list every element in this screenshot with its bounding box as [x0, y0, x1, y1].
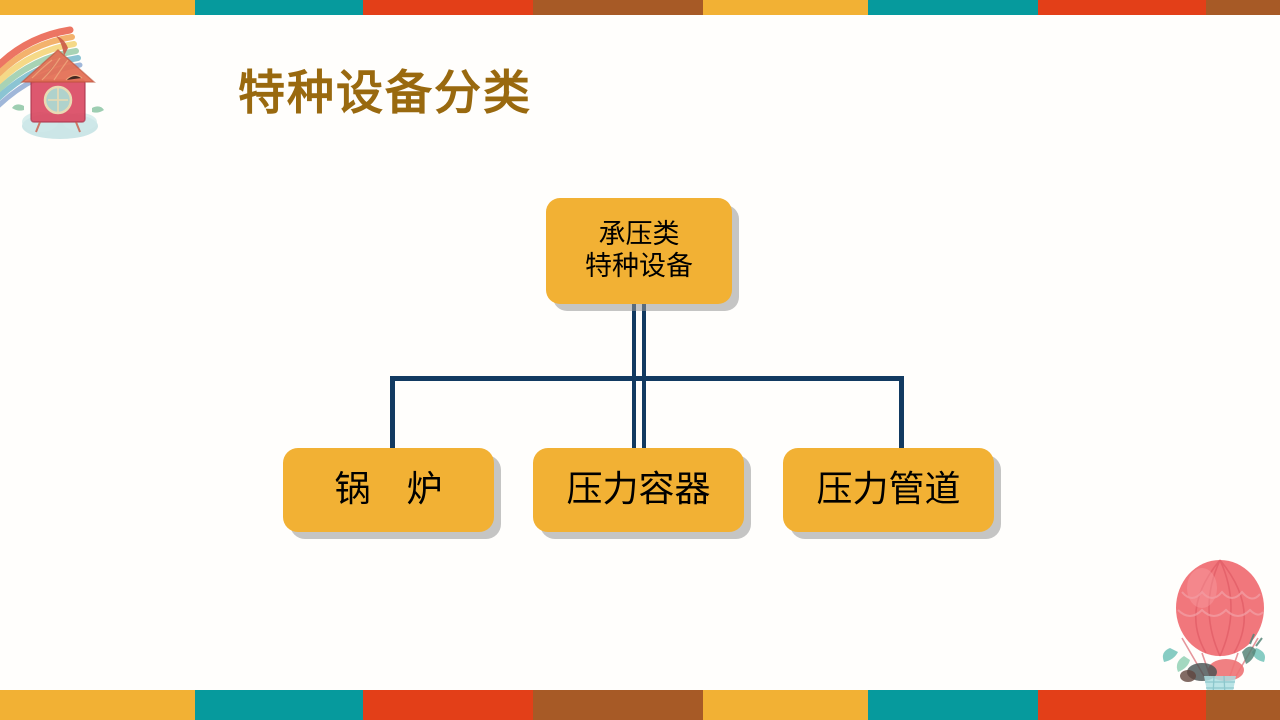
- node-pressure-vessel-label: 压力容器: [566, 468, 711, 510]
- color-bar-segment-5: [868, 0, 1038, 15]
- page-title: 特种设备分类: [238, 66, 532, 121]
- bottom-color-bar: [0, 690, 1280, 720]
- node-boiler-label: 锅 炉: [334, 468, 443, 510]
- house-rainbow-illustration: [0, 26, 104, 139]
- connector-horizontal-bus: [390, 376, 904, 381]
- connector-drop-pipeline: [899, 376, 904, 452]
- color-bar-segment-1: [195, 690, 363, 720]
- node-pressure-pipeline[interactable]: 压力管道: [783, 448, 994, 532]
- color-bar-segment-6: [1038, 690, 1206, 720]
- color-bar-segment-6: [1038, 0, 1206, 15]
- node-root-line1: 承压类: [598, 219, 680, 251]
- node-root-pressure-equipment[interactable]: 承压类 特种设备: [546, 198, 732, 304]
- top-color-bar: [0, 0, 1280, 15]
- node-root-line2: 特种设备: [585, 251, 693, 282]
- node-pressure-pipeline-label: 压力管道: [816, 468, 961, 510]
- connector-drop-vessel: [632, 376, 646, 452]
- connector-root-stem: [632, 304, 646, 380]
- color-bar-segment-7: [1206, 0, 1280, 15]
- node-boiler[interactable]: 锅 炉: [283, 448, 494, 532]
- color-bar-segment-4: [703, 0, 868, 15]
- color-bar-segment-2: [363, 690, 533, 720]
- color-bar-segment-3: [533, 0, 703, 15]
- hot-air-balloon-illustration: [1162, 559, 1265, 697]
- node-pressure-vessel[interactable]: 压力容器: [533, 448, 744, 532]
- color-bar-segment-2: [363, 0, 533, 15]
- color-bar-segment-5: [868, 690, 1038, 720]
- connector-drop-boiler: [390, 376, 395, 452]
- color-bar-segment-1: [195, 0, 363, 15]
- color-bar-segment-7: [1206, 690, 1280, 720]
- color-bar-segment-4: [703, 690, 868, 720]
- color-bar-segment-3: [533, 690, 703, 720]
- color-bar-segment-0: [0, 0, 195, 15]
- color-bar-segment-0: [0, 690, 195, 720]
